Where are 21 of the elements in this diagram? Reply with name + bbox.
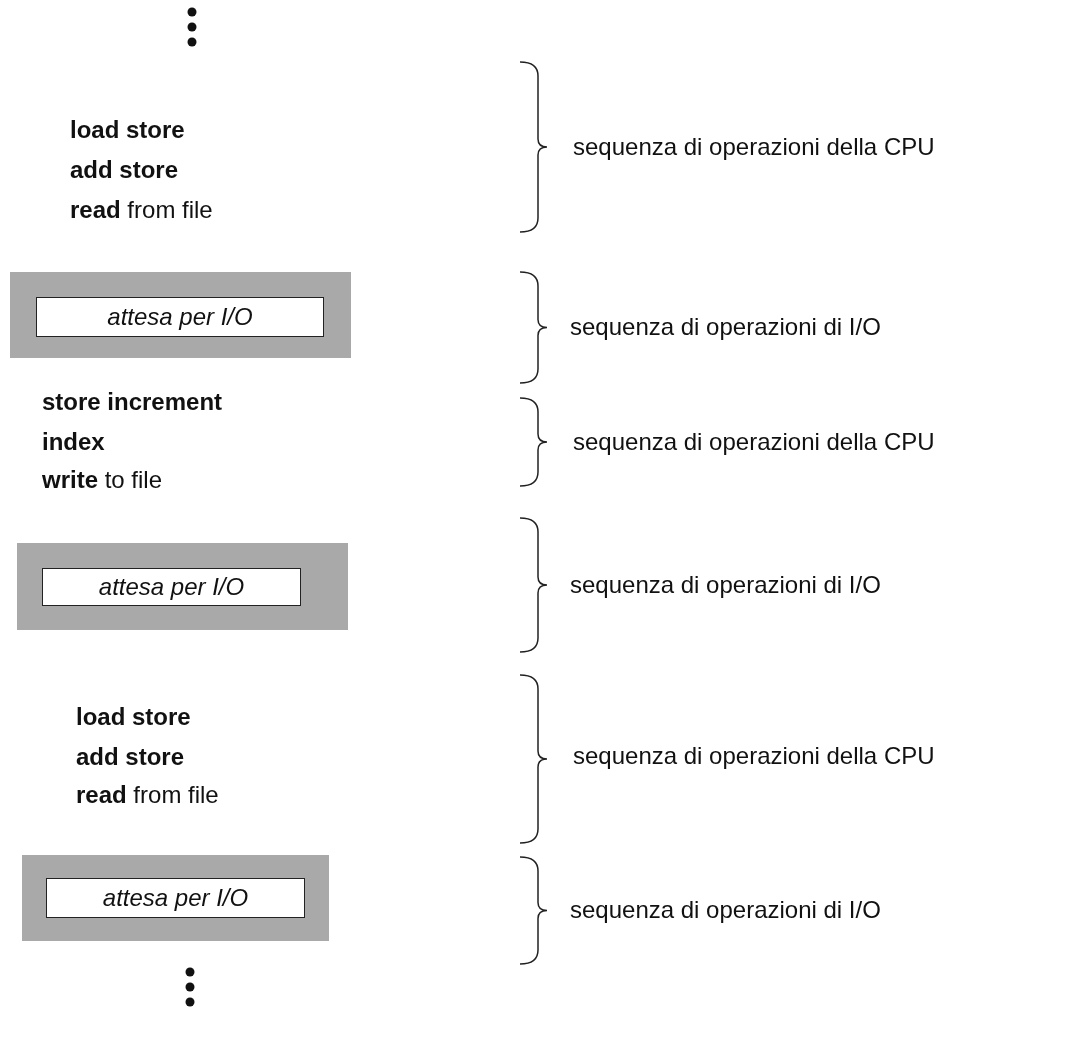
shaded-band <box>17 543 348 630</box>
brace-label: sequenza di operazioni di I/O <box>570 313 881 341</box>
instruction-line: store increment <box>42 388 223 416</box>
io-wait-box: attesa per I/O <box>42 568 301 606</box>
instruction-line: add store <box>76 743 185 771</box>
brace-label: sequenza di operazioni di I/O <box>570 571 881 599</box>
instruction-line: index <box>42 428 105 456</box>
shaded-band <box>10 272 351 358</box>
instruction-line: add store <box>70 156 179 184</box>
shaded-band <box>22 855 329 941</box>
brace-label: sequenza di operazioni della CPU <box>573 133 935 161</box>
brace-label: sequenza di operazioni della CPU <box>573 742 935 770</box>
instruction-line: read from file <box>76 781 219 809</box>
instruction-line: load store <box>70 116 185 144</box>
io-wait-box: attesa per I/O <box>36 297 324 337</box>
instruction-line: read from file <box>70 196 213 224</box>
io-wait-box: attesa per I/O <box>46 878 305 918</box>
instruction-line: write to file <box>42 466 163 494</box>
brace-label: sequenza di operazioni di I/O <box>570 896 881 924</box>
instruction-line: load store <box>76 703 191 731</box>
brace-label: sequenza di operazioni della CPU <box>573 428 935 456</box>
